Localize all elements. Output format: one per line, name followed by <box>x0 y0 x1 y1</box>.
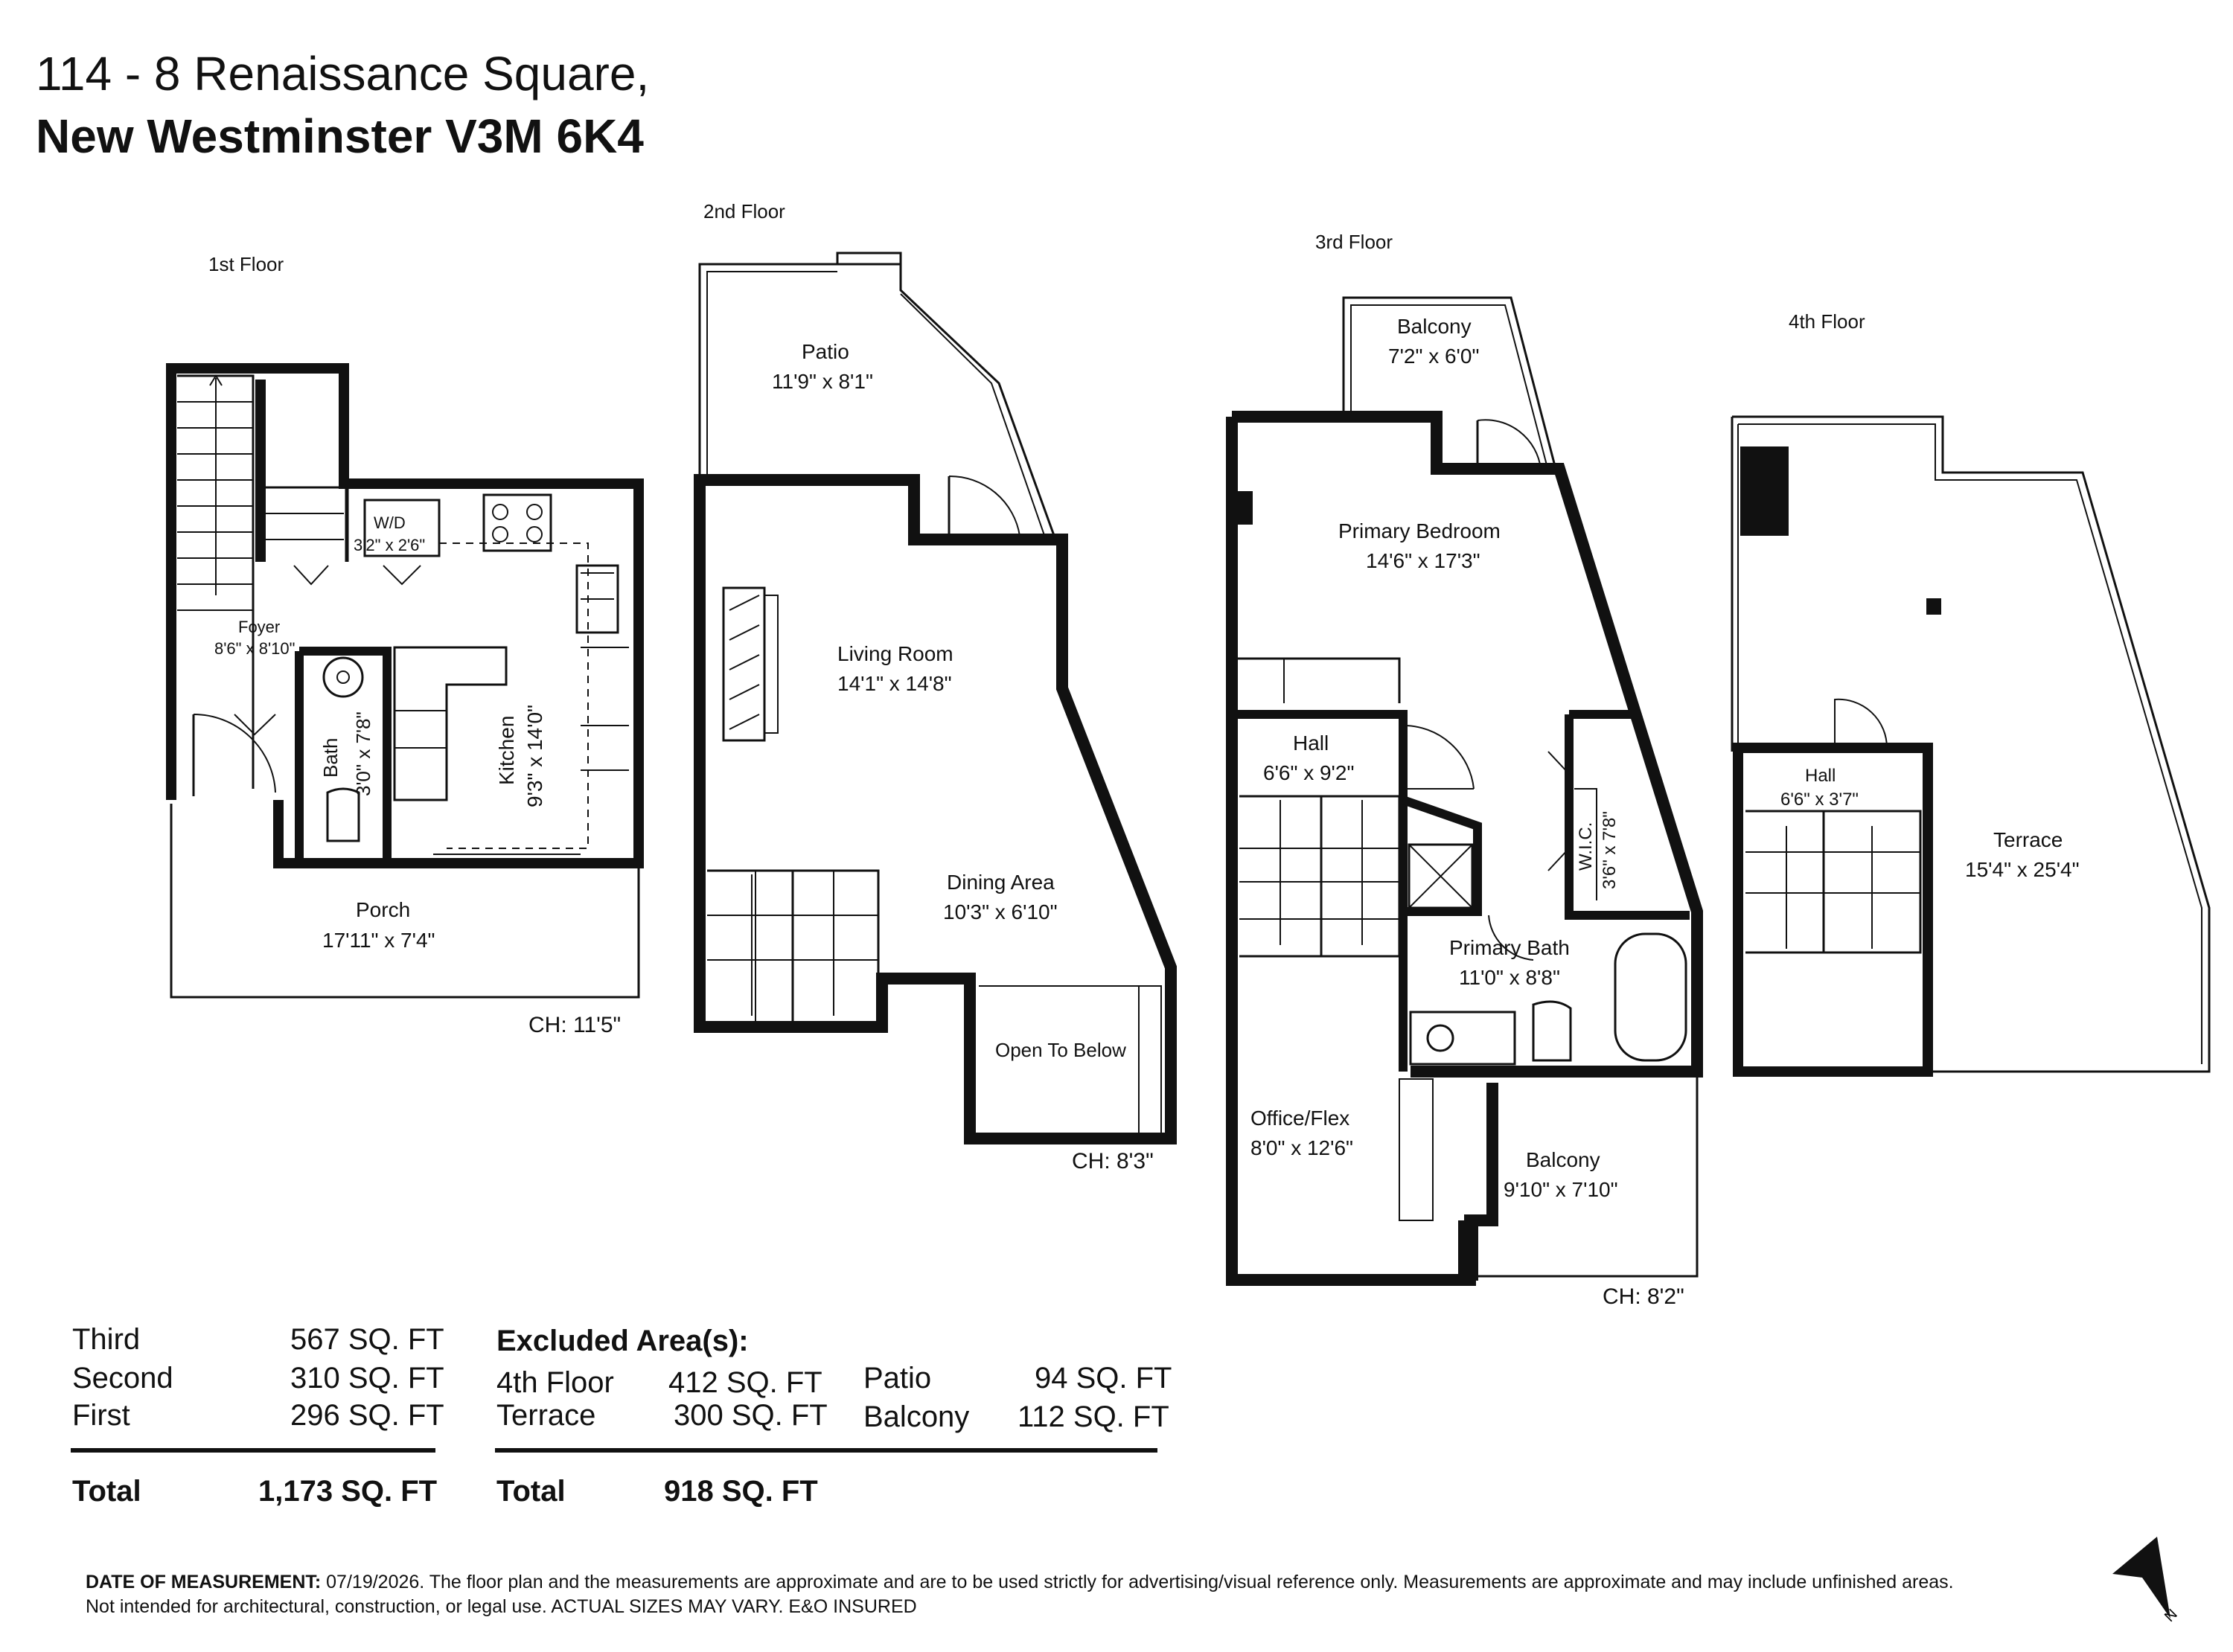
living-room-name: Living Room <box>837 642 953 665</box>
hall-4th-dims: 6'6" x 3'7" <box>1780 790 1859 810</box>
foyer-dims: 8'6" x 8'10" <box>214 639 295 658</box>
address-line-1: 114 - 8 Renaissance Square, <box>36 47 650 100</box>
excluded-total-label: Total <box>496 1475 566 1508</box>
balcony-top-dims: 7'2" x 6'0" <box>1388 345 1479 368</box>
third-floor-label: 3rd Floor <box>1315 231 1393 253</box>
wic-name: W.I.C. <box>1576 822 1596 871</box>
disclaimer-text-1: The floor plan and the measurements are … <box>429 1572 1954 1592</box>
hall-4th-name: Hall <box>1805 766 1836 786</box>
kitchen-dims: 9'3" x 14'0" <box>523 705 546 807</box>
bath-dims: 3'0" x 7'8" <box>352 711 374 796</box>
area-row-label: Third <box>72 1323 141 1356</box>
measurement-date: 07/19/2026. <box>326 1572 425 1592</box>
open-to-below-label: Open To Below <box>995 1039 1126 1061</box>
porch-name: Porch <box>356 898 410 921</box>
living-room-dims: 14'1" x 14'8" <box>837 672 952 695</box>
kitchen-name: Kitchen <box>495 716 518 785</box>
dining-area-dims: 10'3" x 6'10" <box>943 900 1058 923</box>
primary-bedroom-dims: 14'6" x 17'3" <box>1366 549 1480 572</box>
first-ceiling-height: CH: 11'5" <box>528 1013 621 1037</box>
first-floor-plan <box>166 363 644 999</box>
excluded-row-value: 300 SQ. FT <box>674 1399 828 1432</box>
office-flex-name: Office/Flex <box>1250 1107 1349 1130</box>
address-line-2: New Westminster V3M 6K4 <box>36 109 644 163</box>
second-floor-label: 2nd Floor <box>703 200 785 222</box>
disclaimer-text-2: Not intended for architectural, construc… <box>86 1596 917 1617</box>
fourth-floor-label: 4th Floor <box>1789 310 1865 333</box>
excluded-row-label: Patio <box>863 1362 932 1395</box>
fourth-floor-plan <box>1731 415 2211 1077</box>
north-arrow-icon: N <box>2112 1537 2181 1625</box>
wic-dims: 3'6" x 7'8" <box>1600 811 1620 889</box>
area-total-label: Total <box>72 1475 141 1508</box>
area-row-value: 296 SQ. FT <box>290 1399 444 1432</box>
porch-dims: 17'11" x 7'4" <box>322 929 435 952</box>
hall-3rd-dims: 6'6" x 9'2" <box>1263 761 1354 784</box>
excluded-heading: Excluded Area(s): <box>496 1325 749 1357</box>
area-row-label: First <box>72 1399 130 1432</box>
office-flex-dims: 8'0" x 12'6" <box>1250 1136 1353 1159</box>
first-floor-label: 1st Floor <box>208 253 284 275</box>
second-floor-plan <box>694 252 1177 1144</box>
patio-name: Patio <box>802 340 849 363</box>
hall-3rd-name: Hall <box>1293 731 1329 755</box>
primary-bath-dims: 11'0" x 8'8" <box>1459 966 1560 989</box>
second-ceiling-height: CH: 8'3" <box>1072 1149 1154 1174</box>
balcony-top-name: Balcony <box>1397 315 1472 338</box>
area-total-value: 1,173 SQ. FT <box>258 1475 438 1508</box>
excluded-row-value: 412 SQ. FT <box>668 1366 822 1399</box>
area-divider <box>71 1448 435 1453</box>
patio-dims: 11'9" x 8'1" <box>772 370 873 393</box>
third-ceiling-height: CH: 8'2" <box>1603 1284 1684 1309</box>
excluded-row-label: Terrace <box>496 1399 596 1432</box>
wd-name: W/D <box>374 513 406 532</box>
excluded-row-label: Balcony <box>863 1400 970 1433</box>
excluded-row-label: 4th Floor <box>496 1366 614 1399</box>
area-row-value: 310 SQ. FT <box>290 1362 444 1395</box>
wd-dims: 3'2" x 2'6" <box>354 536 425 554</box>
terrace-dims: 15'4" x 25'4" <box>1965 858 2080 881</box>
terrace-name: Terrace <box>1993 828 2063 851</box>
balcony-bottom-dims: 9'10" x 7'10" <box>1504 1178 1618 1201</box>
disclaimer: DATE OF MEASUREMENT: 07/19/2026. The flo… <box>86 1570 2140 1619</box>
balcony-bottom-name: Balcony <box>1526 1148 1600 1171</box>
third-floor-plan <box>1226 296 1703 1286</box>
measurement-date-label: DATE OF MEASUREMENT: <box>86 1572 322 1592</box>
area-row-value: 567 SQ. FT <box>290 1323 444 1356</box>
bath-name: Bath <box>319 738 342 778</box>
area-row-label: Second <box>72 1362 173 1395</box>
primary-bath-name: Primary Bath <box>1449 936 1570 959</box>
foyer-name: Foyer <box>238 618 280 636</box>
excluded-divider <box>495 1448 1157 1453</box>
excluded-row-value: 112 SQ. FT <box>1018 1400 1169 1433</box>
dining-area-name: Dining Area <box>947 871 1055 894</box>
primary-bedroom-name: Primary Bedroom <box>1338 519 1501 542</box>
excluded-total-value: 918 SQ. FT <box>664 1475 818 1508</box>
excluded-row-value: 94 SQ. FT <box>1035 1362 1172 1395</box>
